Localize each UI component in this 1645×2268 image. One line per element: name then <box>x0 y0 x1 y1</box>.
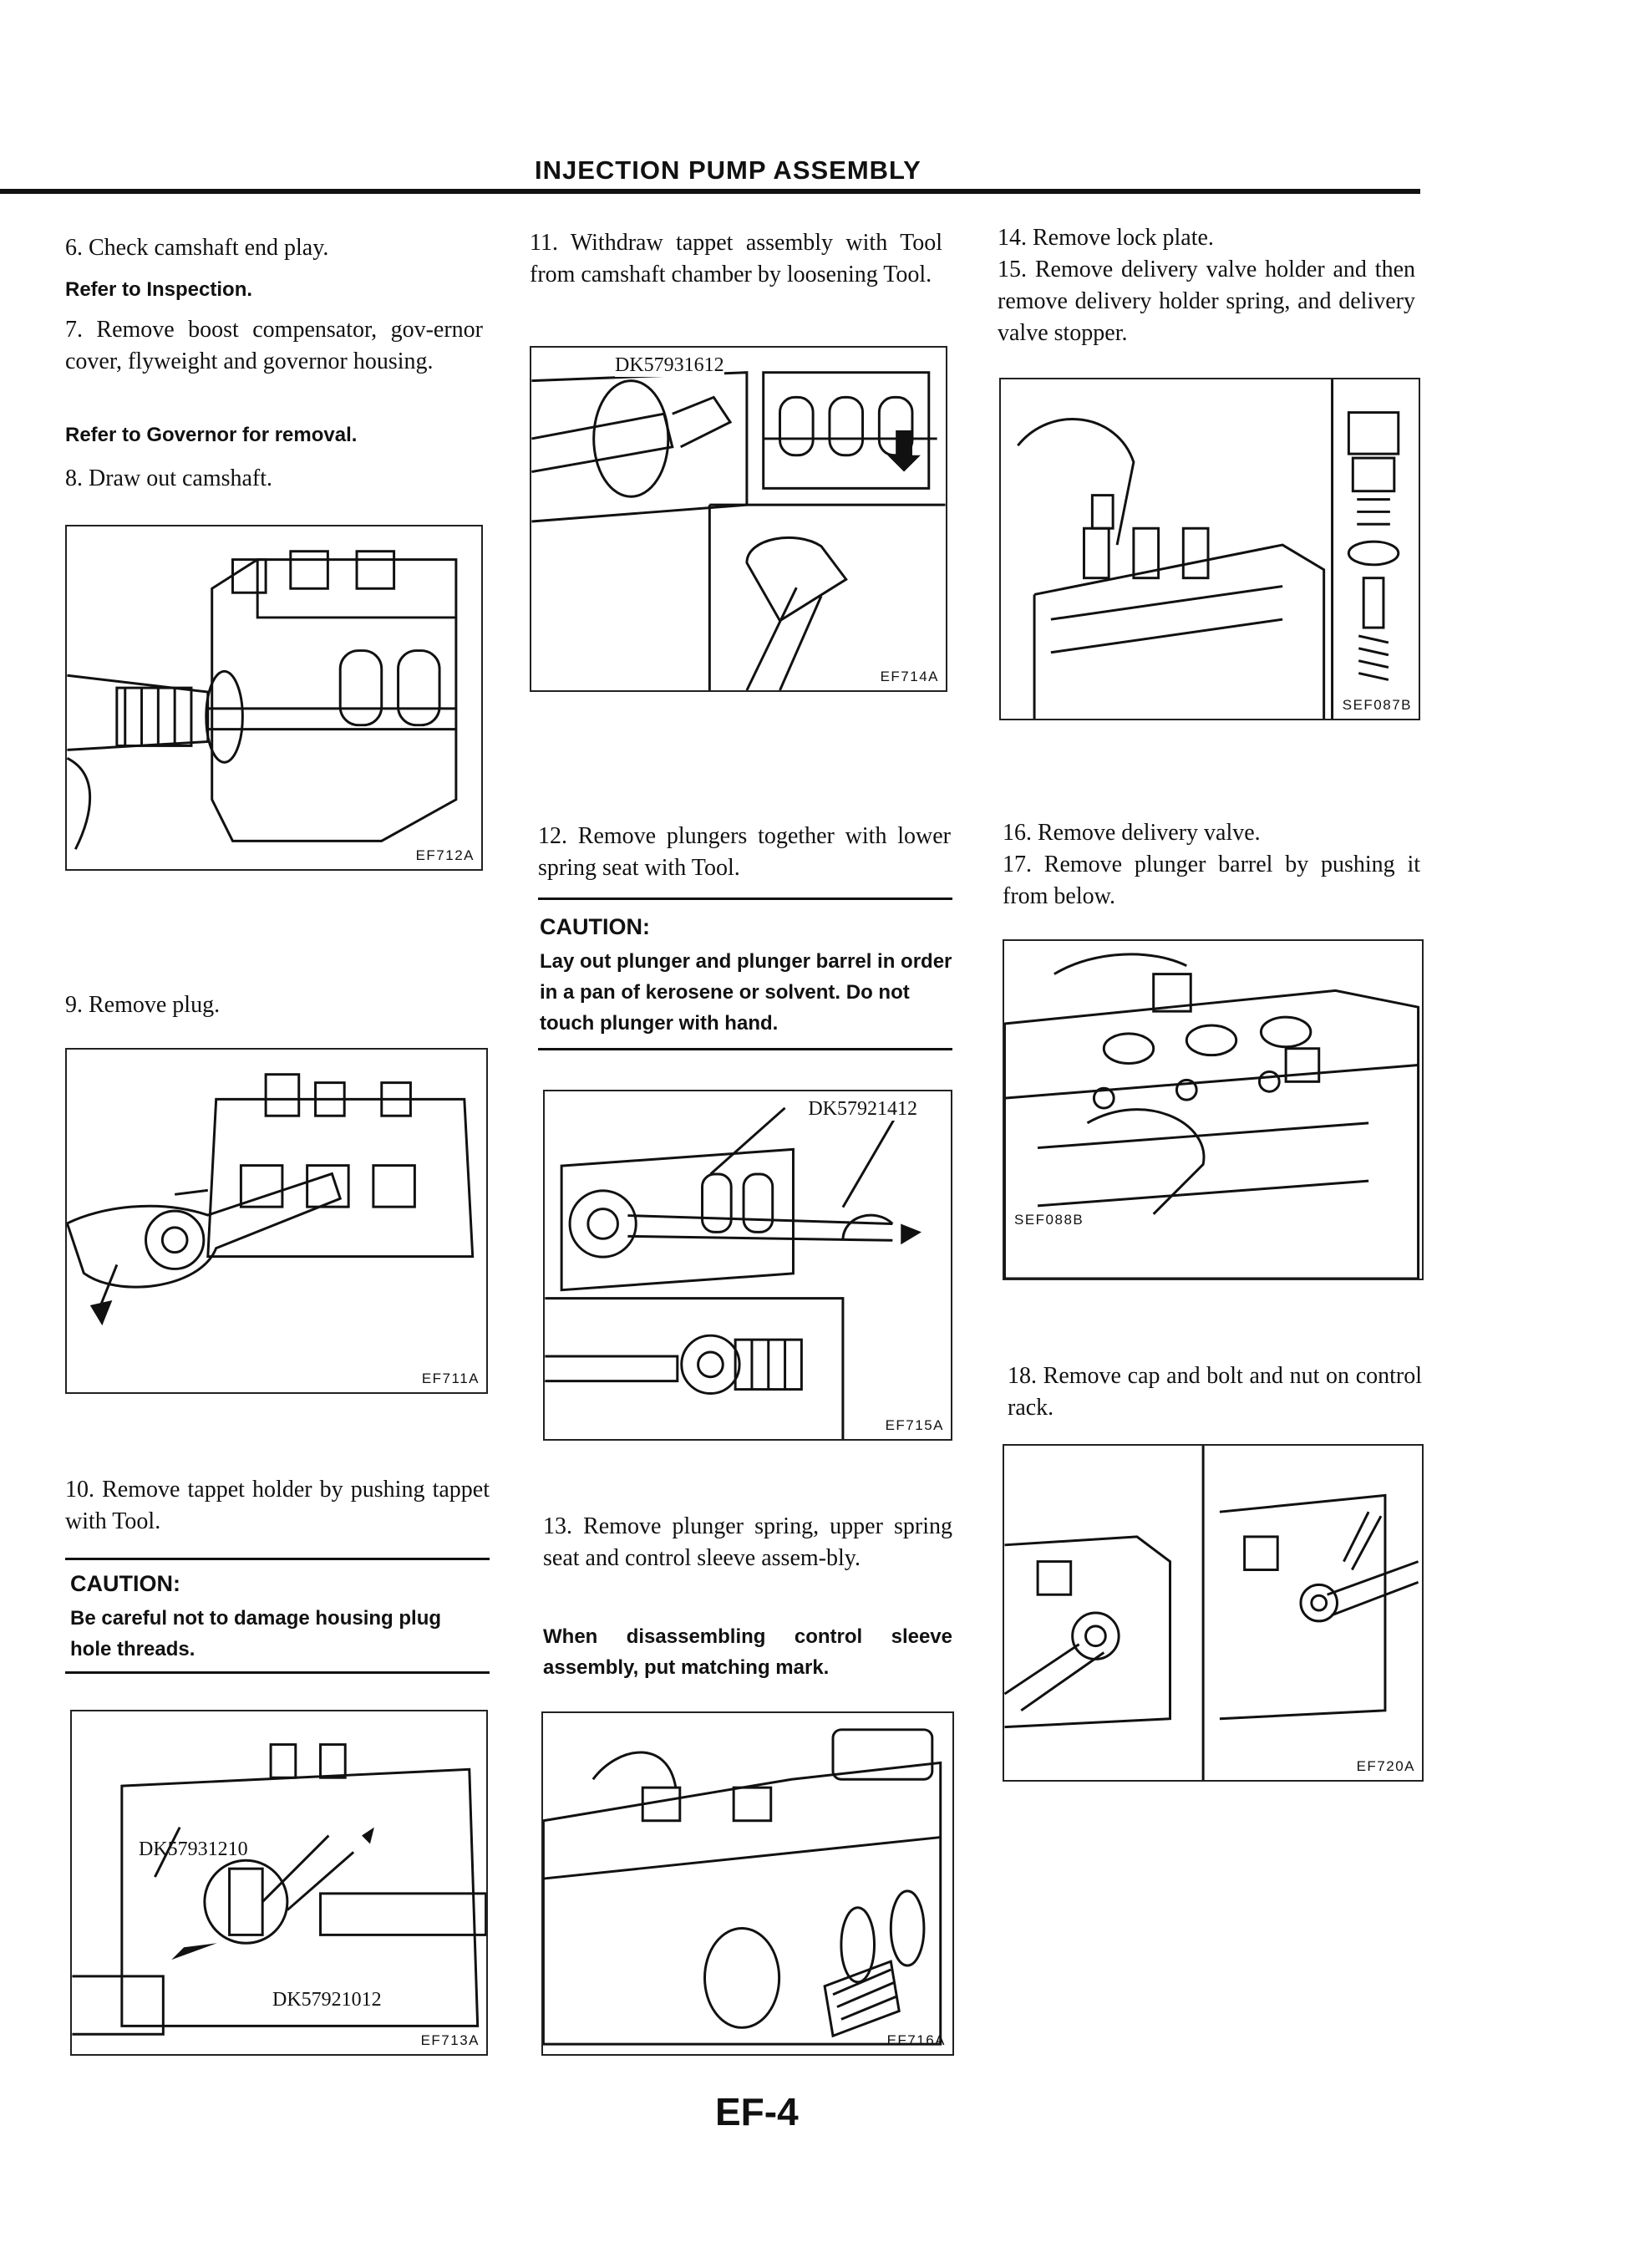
plunger-removal-illustration <box>545 1106 922 1439</box>
header-rule <box>0 189 1420 194</box>
step-6: 6. Check camshaft end play. <box>65 235 329 261</box>
step-13-note: When disassembling control sleeve assemb… <box>543 1625 952 1679</box>
tappet-holder-removal-illustration <box>72 1743 486 2036</box>
figure-sef088b: SEF088B <box>1003 939 1424 1280</box>
step-15: 15. Remove delivery valve holder and the… <box>998 257 1415 346</box>
step-18: 18. Remove cap and bolt and nut on contr… <box>1008 1363 1422 1421</box>
caution-text: Lay out plunger and plunger barrel in or… <box>540 950 952 1035</box>
step-11: 11. Withdraw tappet assembly with Tool f… <box>530 230 942 287</box>
figure-id: EF713A <box>420 2032 480 2048</box>
tappet-withdrawal-illustration <box>531 371 946 690</box>
figure-id: EF711A <box>421 1370 480 1386</box>
figure-ef720a: EF720A <box>1003 1444 1424 1782</box>
figure-ef716a: EF716A <box>541 1711 954 2056</box>
figure-id: EF714A <box>880 669 939 684</box>
tool-callout-2: DK57921012 <box>272 1989 382 2011</box>
figure-ef711a: EF711A <box>65 1048 488 1394</box>
tool-callout-1: DK57931210 <box>139 1838 248 1860</box>
page-number: EF-4 <box>715 2090 799 2133</box>
figure-id: EF716A <box>886 2032 946 2048</box>
delivery-valve-holder-illustration <box>1017 379 1400 719</box>
step-8: 8. Draw out camshaft. <box>65 465 273 491</box>
caution-rule-bottom <box>538 1048 952 1050</box>
control-rack-cap-removal-illustration <box>1004 1446 1419 1780</box>
step-10: 10. Remove tappet holder by pushing tapp… <box>65 1477 490 1534</box>
figure-ef713a: DK57931210 DK57921012 EF713A <box>70 1710 488 2056</box>
step-13: 13. Remove plunger spring, upper spring … <box>543 1513 952 1571</box>
caution-title: CAUTION: <box>70 1571 180 1596</box>
plug-removal-illustration <box>67 1073 475 1326</box>
step-17: 17. Remove plunger barrel by pushing it … <box>1003 852 1420 909</box>
figure-sef087b: SEF087B <box>999 378 1420 720</box>
step-9: 9. Remove plug. <box>65 992 221 1018</box>
figure-id: EF715A <box>885 1417 944 1433</box>
figure-ef715a: DK57921412 EF715A <box>543 1090 952 1441</box>
control-sleeve-removal-illustration <box>543 1728 942 2046</box>
caution-text: Be careful not to damage housing plug ho… <box>70 1607 442 1660</box>
figure-id: EF720A <box>1356 1758 1415 1774</box>
step-16: 16. Remove delivery valve. <box>1003 820 1261 846</box>
tool-callout: DK57921412 <box>808 1098 917 1121</box>
tool-callout: DK57931612 <box>615 354 724 377</box>
caution-rule-top <box>65 1558 490 1560</box>
figure-ef712a: EF712A <box>65 525 483 871</box>
step-7: 7. Remove boost compensator, gov-ernor c… <box>65 317 483 374</box>
figure-id: EF712A <box>415 847 475 863</box>
figure-ef714a: DK57931612 EF714A <box>530 346 947 692</box>
camshaft-removal-illustration <box>67 550 458 850</box>
step-14: 14. Remove lock plate. <box>998 225 1214 251</box>
caution-rule-top <box>538 898 952 900</box>
caution-rule-bottom <box>65 1671 490 1674</box>
step-7-reference: Refer to Governor for removal. <box>65 424 358 446</box>
plunger-barrel-removal-illustration <box>1004 953 1420 1279</box>
caution-title: CAUTION: <box>540 914 650 939</box>
step-6-reference: Refer to Inspection. <box>65 278 253 301</box>
step-12: 12. Remove plungers together with lower … <box>538 823 951 881</box>
figure-id: SEF087B <box>1342 697 1412 713</box>
figure-id: SEF088B <box>1014 1212 1084 1228</box>
page-header: INJECTION PUMP ASSEMBLY <box>535 155 922 185</box>
